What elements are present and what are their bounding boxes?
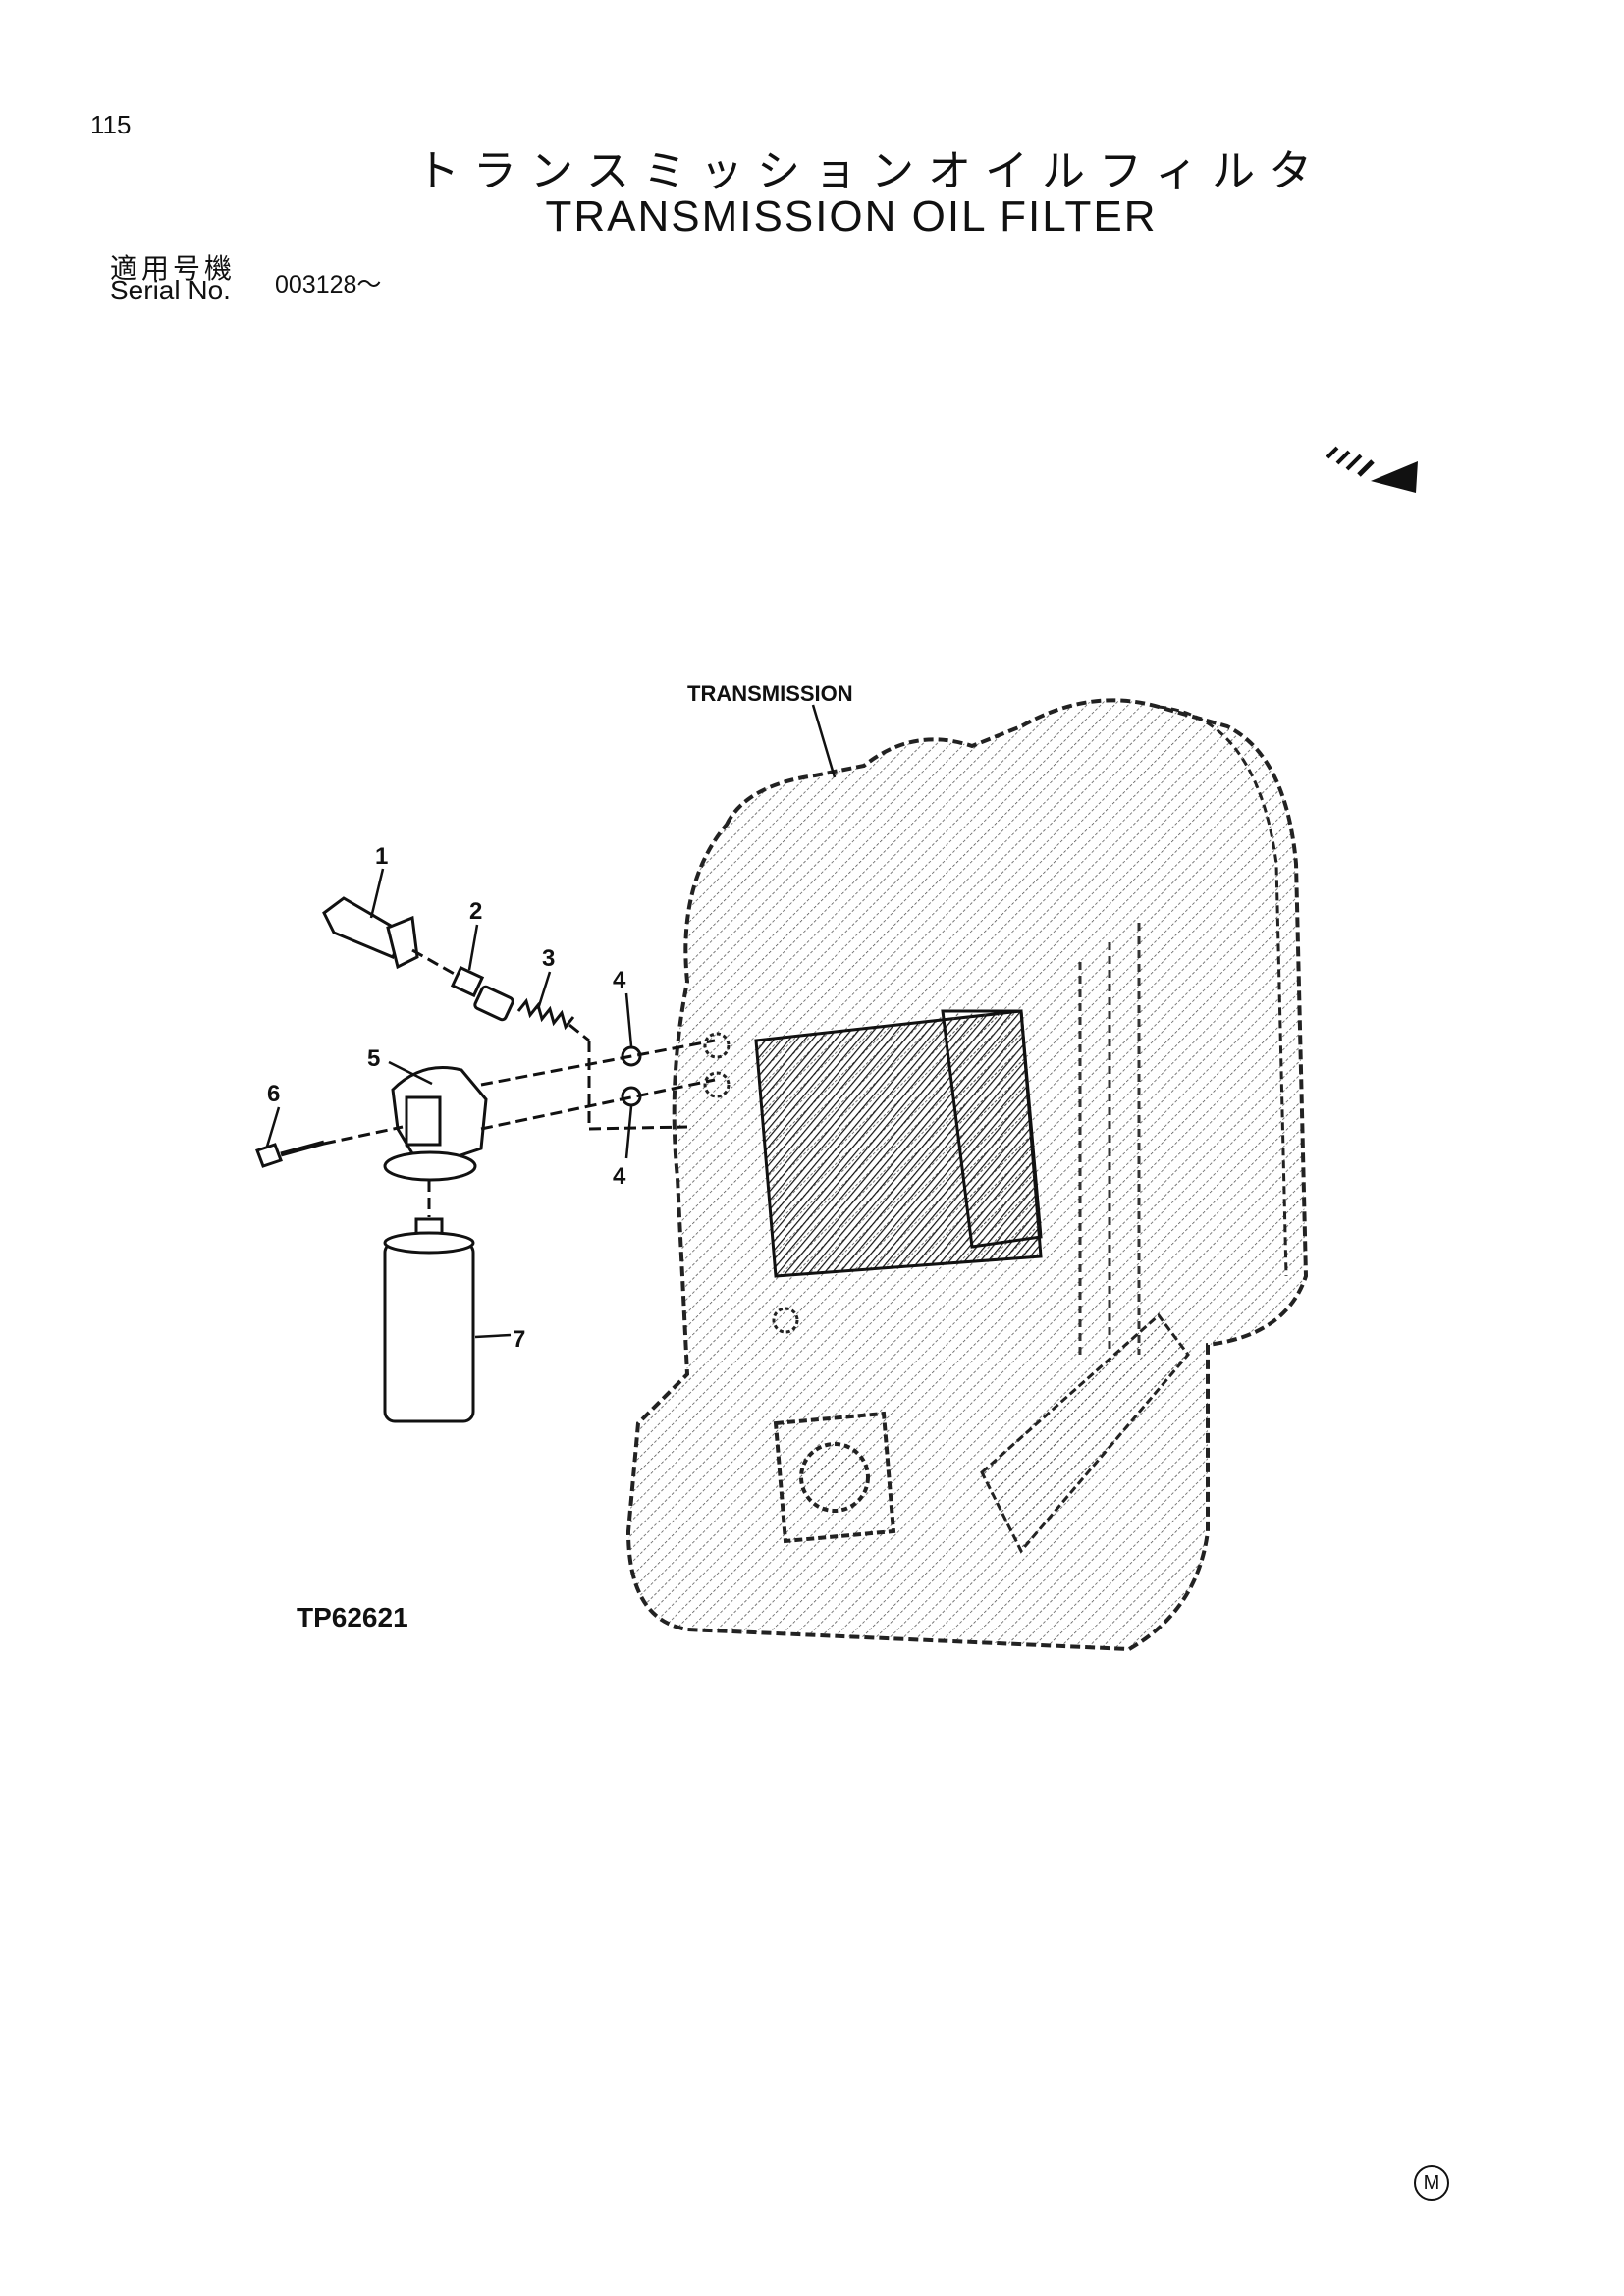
- connector-part: [450, 965, 485, 998]
- assembly-lines: [323, 948, 716, 1217]
- title-english: TRANSMISSION OIL FILTER: [545, 192, 1158, 240]
- title-japanese: トランスミッションオイルフィルタ: [415, 146, 1326, 196]
- front-direction-arrow-icon: [1326, 446, 1418, 493]
- transmission-housing: [625, 698, 1309, 1652]
- callout-1: 1: [375, 843, 388, 870]
- serial-label-english: Serial No.: [110, 275, 231, 305]
- spring-part: [516, 997, 575, 1031]
- bolt-part: [255, 1140, 325, 1168]
- plug-part: [473, 985, 514, 1022]
- oil-filter-element-part: [383, 1217, 475, 1423]
- figure-code: TP62621: [297, 1602, 408, 1632]
- page-number: 115: [90, 110, 132, 139]
- callout-7: 7: [513, 1326, 525, 1353]
- callout-leaders: [265, 704, 837, 1339]
- callout-4-lower: 4: [613, 1163, 626, 1190]
- callout-5: 5: [367, 1045, 380, 1072]
- pressure-switch-part: [322, 896, 419, 970]
- filter-head-part: [383, 1066, 488, 1182]
- serial-number-value: 003128～: [275, 271, 382, 298]
- serial-label-japanese: 適用号機: [110, 252, 237, 285]
- callout-4-upper: 4: [613, 967, 626, 993]
- callout-2: 2: [469, 898, 482, 925]
- transmission-label: TRANSMISSION: [687, 681, 853, 706]
- callout-6: 6: [267, 1081, 280, 1107]
- m-mark: M: [1414, 2165, 1449, 2201]
- callout-3: 3: [542, 945, 555, 972]
